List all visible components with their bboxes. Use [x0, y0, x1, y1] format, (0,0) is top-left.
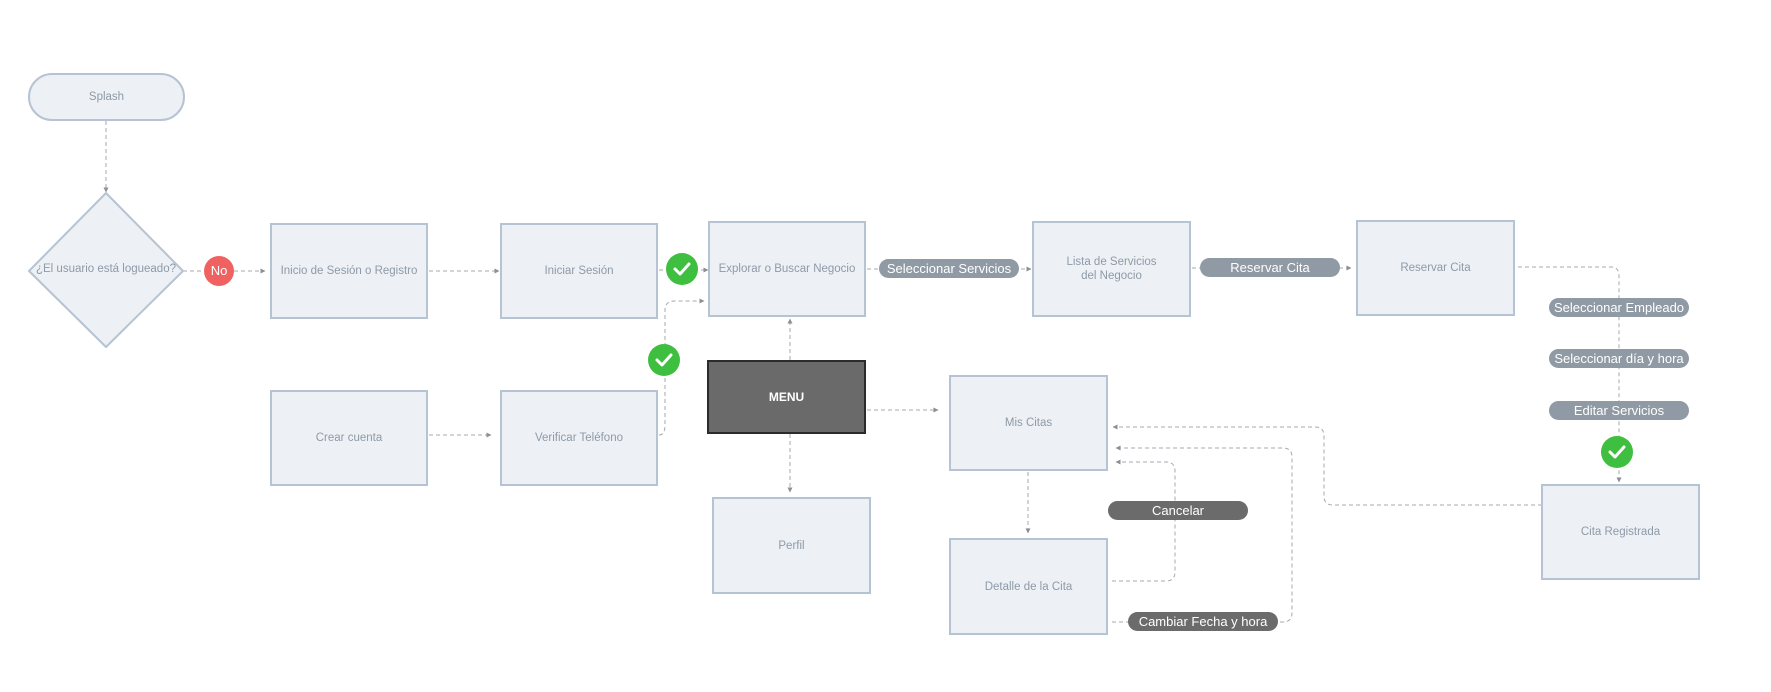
node-login-or-register-label: Inicio de Sesión o Registro	[280, 265, 418, 277]
node-profile-label: Perfil	[778, 539, 805, 552]
node-menu-label: MENU	[768, 390, 805, 404]
label-change-date-time: Cambiar Fecha y hora	[1128, 612, 1278, 631]
node-menu[interactable]: MENU	[707, 360, 866, 434]
label-select-day-time: Seleccionar día y hora	[1549, 349, 1689, 368]
node-explore[interactable]: Explorar o Buscar Negocio	[708, 221, 866, 317]
label-book: Reservar Cita	[1200, 258, 1340, 277]
node-services-list-label: Lista de Servicios del Negocio	[1066, 256, 1157, 282]
node-profile[interactable]: Perfil	[712, 497, 871, 594]
label-select-employee: Seleccionar Empleado	[1549, 298, 1689, 317]
no-badge: No	[204, 256, 234, 286]
node-login-or-register[interactable]: Inicio de Sesión o Registro	[270, 223, 428, 319]
connector-detail-change	[1112, 445, 1293, 623]
node-my-appointments[interactable]: Mis Citas	[949, 375, 1108, 471]
connector-book-registered	[1518, 266, 1622, 483]
decision-diamond[interactable]	[28, 192, 184, 348]
check-icon	[1601, 436, 1633, 468]
node-appointment-registered-label: Cita Registrada	[1580, 526, 1661, 538]
node-sign-in-label: Iniciar Sesión	[544, 265, 614, 277]
node-splash[interactable]: Splash	[28, 73, 185, 121]
node-appointment-detail[interactable]: Detalle de la Cita	[949, 538, 1108, 635]
connector-detail-cancel	[1112, 459, 1176, 582]
check-icon	[648, 344, 680, 376]
node-sign-in[interactable]: Iniciar Sesión	[500, 223, 658, 319]
node-appointment-detail-label: Detalle de la Cita	[984, 580, 1073, 593]
check-icon	[666, 253, 698, 285]
node-create-account[interactable]: Crear cuenta	[270, 390, 428, 486]
node-appointment-registered[interactable]: Cita Registrada	[1541, 484, 1700, 580]
node-my-appointments-label: Mis Citas	[1004, 417, 1053, 429]
label-cancel: Cancelar	[1108, 501, 1248, 520]
node-services-list[interactable]: Lista de Servicios del Negocio	[1032, 221, 1191, 317]
node-splash-label: Splash	[88, 91, 125, 103]
decision-label: ¿El usuario está logueado?	[35, 263, 176, 275]
label-edit-services: Editar Servicios	[1549, 401, 1689, 420]
node-verify-phone[interactable]: Verificar Teléfono	[500, 390, 658, 486]
connector-verify-explore	[658, 298, 705, 436]
node-verify-phone-label: Verificar Teléfono	[534, 432, 623, 444]
connector-registered-mycitas	[1112, 424, 1542, 506]
node-create-account-label: Crear cuenta	[315, 432, 383, 444]
node-book-appointment-label: Reservar Cita	[1400, 262, 1471, 274]
label-select-services: Seleccionar Servicios	[879, 259, 1019, 278]
node-book-appointment[interactable]: Reservar Cita	[1356, 220, 1515, 316]
node-explore-label: Explorar o Buscar Negocio	[718, 263, 856, 275]
